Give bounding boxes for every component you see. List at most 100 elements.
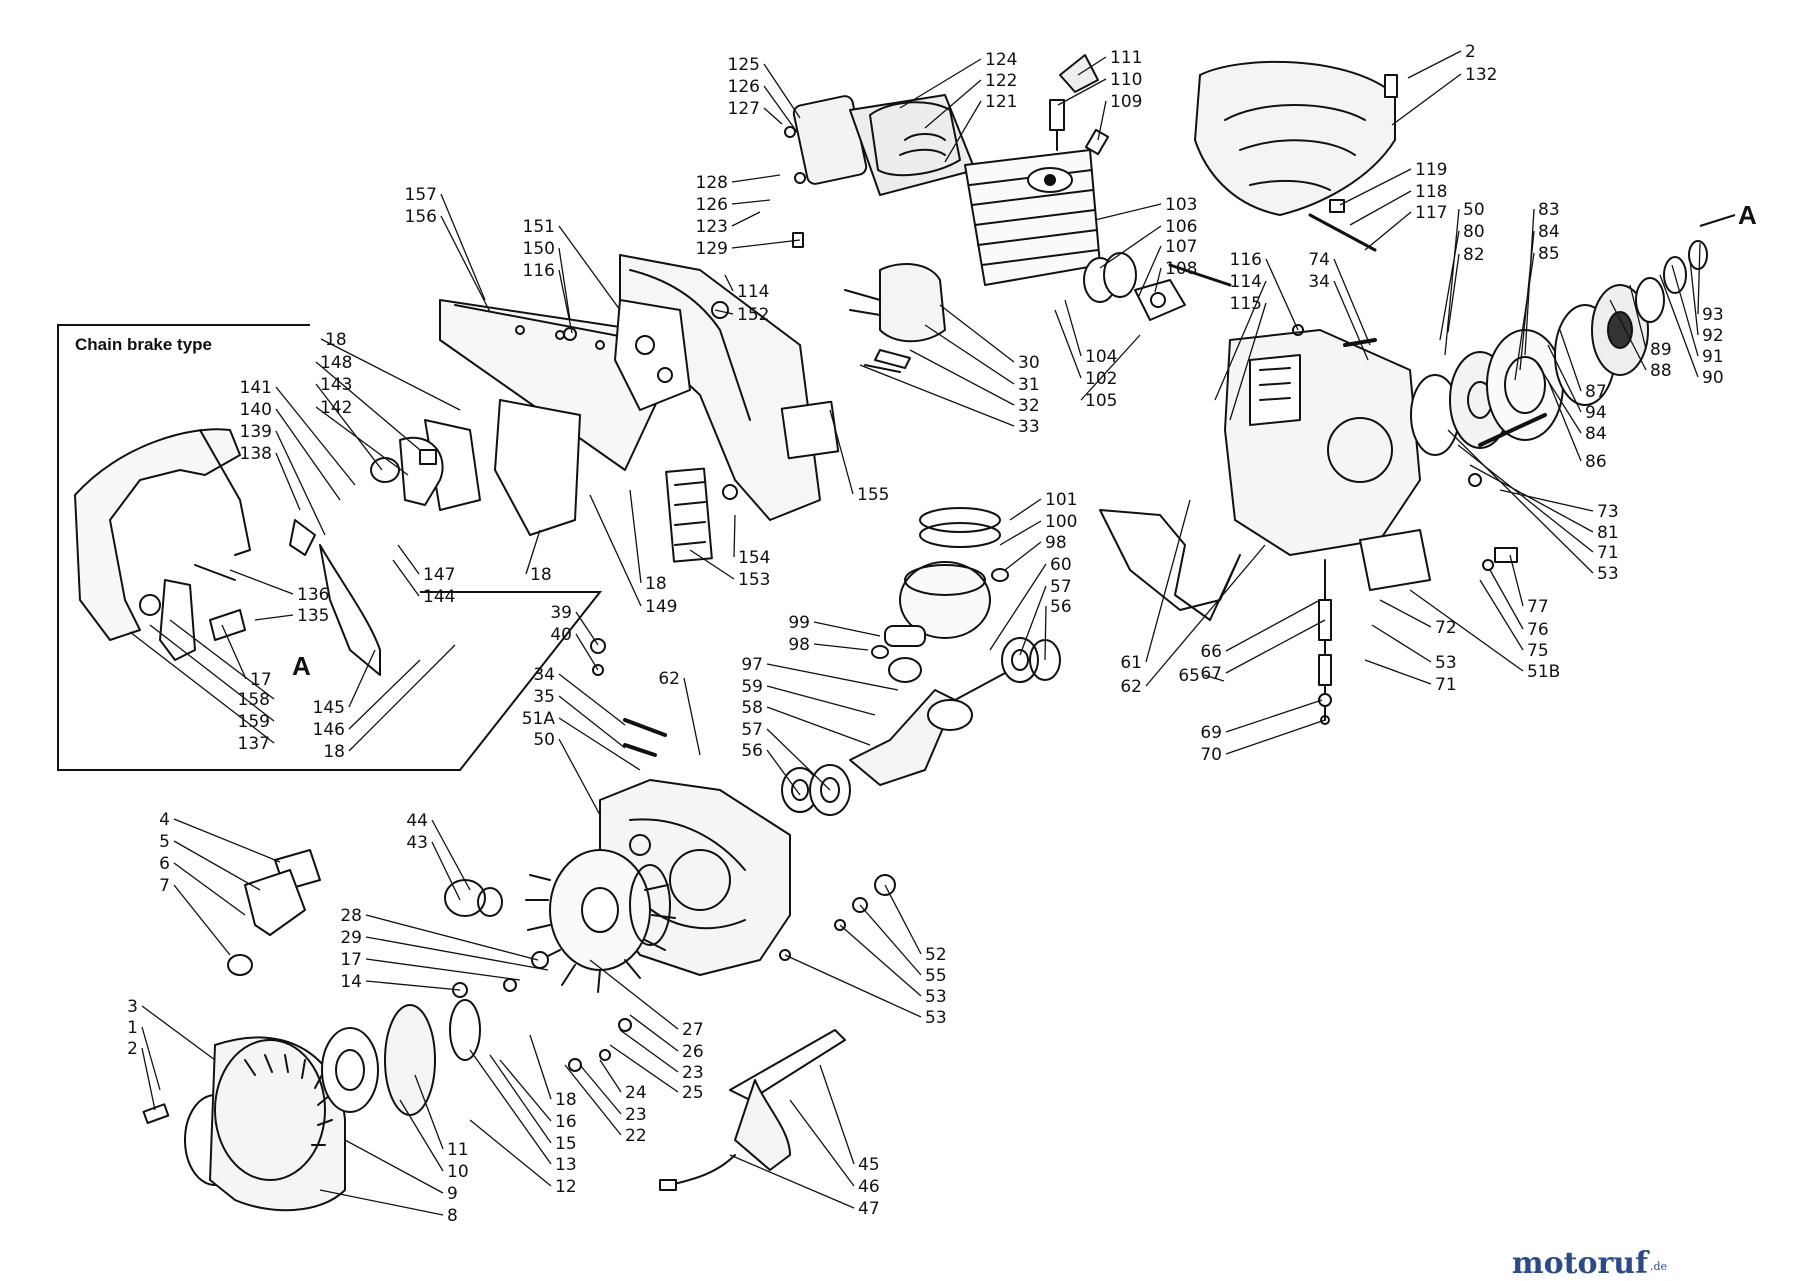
- callout-leader-line: [989, 563, 1047, 651]
- part-number-label: 114: [1230, 272, 1262, 292]
- part-number-label: 51B: [1527, 662, 1560, 682]
- part-number-label: 119: [1415, 160, 1447, 180]
- fuel-valve: [1318, 559, 1332, 725]
- callout-leader-line: [1214, 280, 1267, 401]
- callout-leader-line: [1534, 359, 1582, 434]
- callout-leader-line: [469, 1049, 552, 1165]
- starter-pawls: [227, 849, 321, 976]
- part-number-label: 52: [925, 945, 947, 965]
- part-number-label: 67: [1200, 664, 1222, 684]
- part-number-label: 138: [240, 444, 272, 464]
- part-number-label: 72: [1435, 618, 1457, 638]
- callout-leader-line: [1333, 258, 1371, 346]
- part-number-label: 73: [1597, 502, 1619, 522]
- top-cover: [1194, 60, 1398, 216]
- part-number-label: 149: [645, 597, 677, 617]
- callout-leader-line: [221, 624, 247, 680]
- callout-leader-line: [229, 569, 294, 595]
- part-number-label: 159: [238, 712, 270, 732]
- part-number-label: 99: [788, 613, 810, 633]
- callout-leader-line: [1457, 444, 1594, 553]
- part-number-label: 125: [728, 55, 760, 75]
- part-number-label: 23: [682, 1063, 704, 1083]
- part-number-label: 56: [1050, 597, 1072, 617]
- part-number-label: 84: [1538, 222, 1560, 242]
- callout-leader-line: [440, 215, 491, 313]
- starter-assembly: [142, 999, 481, 1212]
- callout-leader-line: [599, 1059, 622, 1093]
- part-number-label: 47: [858, 1199, 880, 1219]
- callout-leader-line: [813, 621, 881, 637]
- part-number-label: 53: [1435, 653, 1457, 673]
- part-number-label: 115: [1230, 294, 1262, 314]
- part-number-label: 104: [1085, 347, 1117, 367]
- callout-leader-line: [1145, 544, 1266, 687]
- callout-leader-line: [1689, 259, 1699, 336]
- callout-leader-line: [397, 544, 420, 575]
- part-number-label: 74: [1308, 250, 1330, 270]
- part-number-label: 118: [1415, 182, 1447, 202]
- callout-leader-line: [440, 193, 486, 301]
- tensioner-plates: [424, 399, 713, 563]
- callout-leader-line: [714, 309, 734, 315]
- callout-leader-line: [1009, 498, 1042, 521]
- callout-leader-line: [348, 659, 421, 730]
- callout-leader-line: [141, 1005, 216, 1061]
- callout-leader-line: [1229, 302, 1267, 421]
- callout-leader-line: [944, 100, 982, 163]
- callout-leader-line: [149, 624, 275, 722]
- callout-leader-line: [731, 239, 801, 249]
- callout-leader-line: [1225, 719, 1326, 755]
- callout-leader-line: [1559, 329, 1582, 392]
- callout-leader-line: [733, 514, 736, 558]
- callout-leader-line: [1203, 674, 1225, 682]
- callout-leader-line: [365, 980, 461, 991]
- part-number-callouts: 1251261271241221211281261231291111101092…: [127, 42, 1723, 1226]
- part-number-label: 71: [1597, 543, 1619, 563]
- part-number-label: 18: [323, 742, 345, 762]
- part-number-label: 66: [1200, 642, 1222, 662]
- callout-leader-line: [392, 559, 420, 597]
- callout-leader-line: [859, 364, 1015, 427]
- part-number-label: 53: [925, 1008, 947, 1028]
- inset-border: [57, 324, 603, 771]
- part-number-label: 25: [682, 1083, 704, 1103]
- part-number-label: 22: [625, 1126, 647, 1146]
- part-number-label: 137: [238, 734, 270, 754]
- callout-leader-line: [575, 611, 599, 646]
- part-number-label: 90: [1702, 368, 1724, 388]
- callout-leader-line: [365, 958, 521, 981]
- callout-leader-line: [173, 818, 281, 863]
- callout-leader-line: [525, 529, 541, 575]
- part-number-label: 7: [159, 876, 170, 896]
- callout-leader-line: [315, 406, 409, 476]
- part-number-label: 11: [447, 1140, 469, 1160]
- callout-leader-line: [254, 614, 294, 621]
- part-number-label: 57: [741, 720, 763, 740]
- callout-leader-line: [319, 1189, 444, 1216]
- part-number-label: 56: [741, 741, 763, 761]
- callout-leader-line: [1499, 489, 1594, 512]
- callout-leader-line: [141, 1047, 156, 1111]
- callout-leader-line: [763, 107, 783, 125]
- callout-leader-line: [829, 409, 854, 495]
- callout-leader-line: [1364, 659, 1432, 685]
- part-number-label: 32: [1018, 396, 1040, 416]
- callout-leader-line: [489, 1054, 552, 1144]
- part-number-label: 4: [159, 810, 170, 830]
- part-number-label: 13: [555, 1155, 577, 1175]
- callout-leader-line: [1659, 274, 1699, 378]
- callout-leader-line: [1697, 242, 1701, 315]
- callout-leader-line: [1547, 379, 1582, 462]
- callout-leader-line: [558, 269, 573, 334]
- callout-leader-line: [839, 924, 922, 997]
- callout-leader-line: [629, 1014, 679, 1052]
- part-number-label: 46: [858, 1177, 880, 1197]
- part-number-label: 75: [1527, 641, 1549, 661]
- callout-leader-line: [1671, 264, 1699, 357]
- callout-leader-line: [731, 174, 781, 183]
- callout-leader-line: [499, 1059, 552, 1122]
- watermark-brand-text: motoruf: [1512, 1246, 1650, 1281]
- part-number-label: 108: [1165, 259, 1197, 279]
